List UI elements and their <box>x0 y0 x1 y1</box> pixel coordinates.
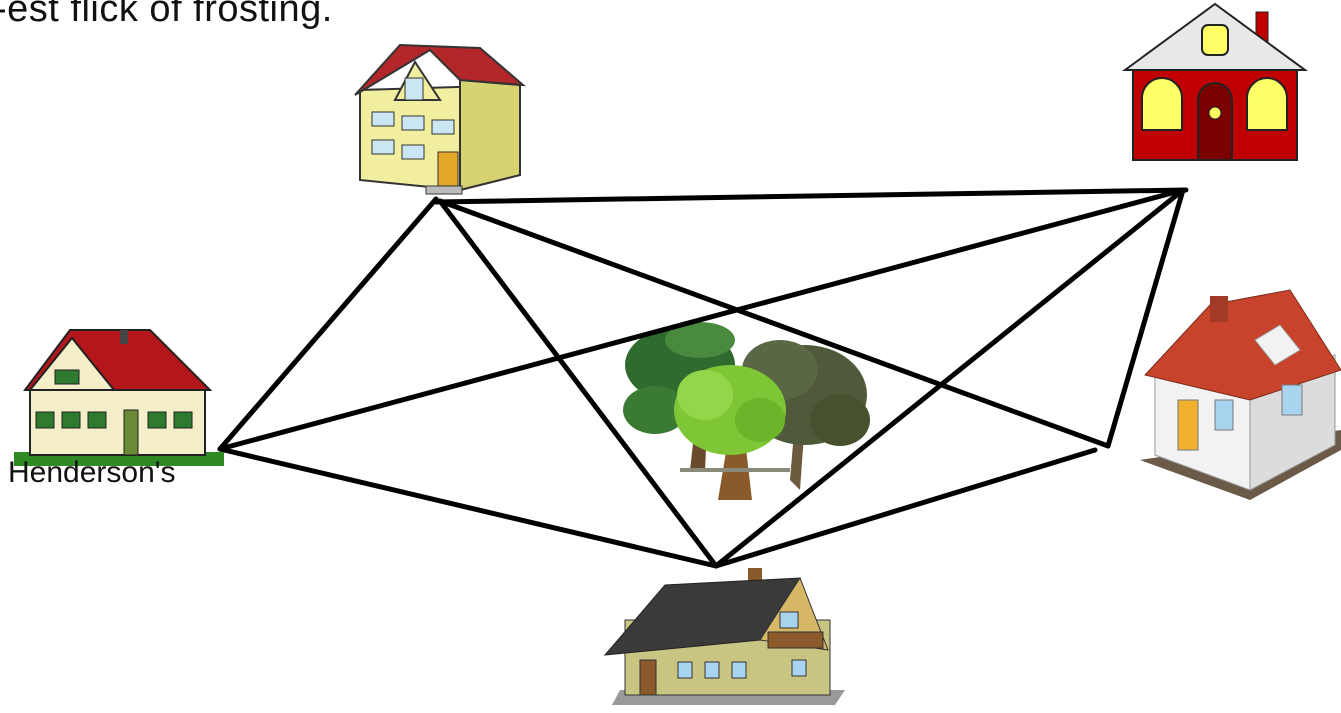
lodge-house <box>603 568 845 705</box>
connection-lines <box>217 187 1189 569</box>
line-henderson-yellow <box>217 196 439 452</box>
red-house <box>1121 2 1309 161</box>
line-yellow-white <box>437 198 1111 449</box>
henderson-house <box>14 329 224 466</box>
line-henderson-red <box>217 187 1186 452</box>
line-red-lodge <box>713 187 1186 569</box>
line-henderson-lodge <box>217 446 719 569</box>
slide-top-text: -est flick of frosting. <box>0 0 333 30</box>
line-red-white <box>1105 187 1186 449</box>
line-lodge-white <box>713 447 1098 569</box>
trees-icon <box>623 322 870 500</box>
yellow-house <box>354 43 526 195</box>
white-house <box>1140 289 1341 500</box>
white-house-roof <box>1144 289 1341 401</box>
line-yellow-lodge <box>437 198 719 569</box>
line-yellow-red <box>433 187 1189 205</box>
yellow-house-roof <box>354 43 526 96</box>
henderson-label: Henderson's <box>8 456 176 489</box>
